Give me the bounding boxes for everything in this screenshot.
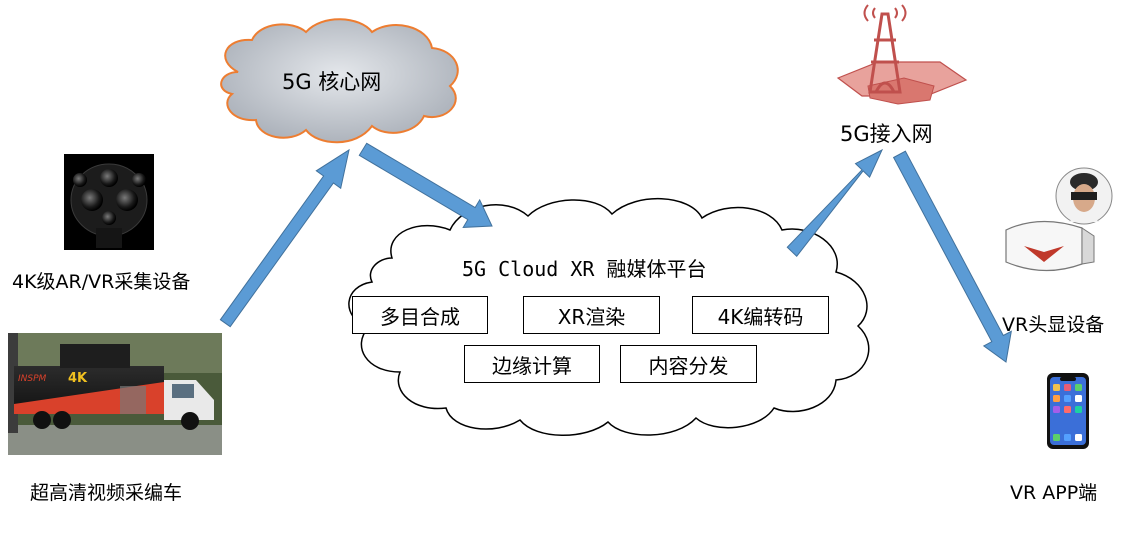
cell-tower-icon (836, 4, 968, 105)
truck-4k-badge: 4K (68, 371, 88, 386)
arrow-uplink-to-core (219, 148, 350, 328)
module-box-content-distribution: 内容分发 (620, 345, 757, 383)
arrow-core-to-platform (358, 142, 493, 228)
headset-label: VR头显设备 (1002, 314, 1105, 336)
capture-device-label: 4K级AR/VR采集设备 (12, 271, 191, 293)
truck-label: 超高清视频采编车 (30, 482, 183, 504)
broadcast-truck-image (8, 333, 222, 455)
360-camera-icon (64, 154, 154, 250)
arrow-access-to-headset (892, 150, 1012, 363)
module-box-edge-computing: 边缘计算 (464, 345, 600, 383)
smartphone-icon (1047, 373, 1089, 449)
module-box-multi-view-synthesis: 多目合成 (352, 296, 488, 334)
access-network-label: 5G接入网 (840, 122, 933, 146)
phone-label: VR APP端 (1010, 482, 1098, 504)
module-box-xr-rendering: XR渲染 (523, 296, 660, 334)
module-box-4k-transcoding: 4K编转码 (692, 296, 829, 334)
core-network-cloud (220, 18, 459, 144)
core-network-label: 5G 核心网 (282, 70, 382, 94)
platform-title: 5G Cloud XR 融媒体平台 (462, 257, 707, 281)
truck-brand-text: INSPM (18, 374, 47, 384)
vr-headset-icon (1005, 167, 1113, 272)
arrow-platform-to-access (786, 148, 884, 258)
